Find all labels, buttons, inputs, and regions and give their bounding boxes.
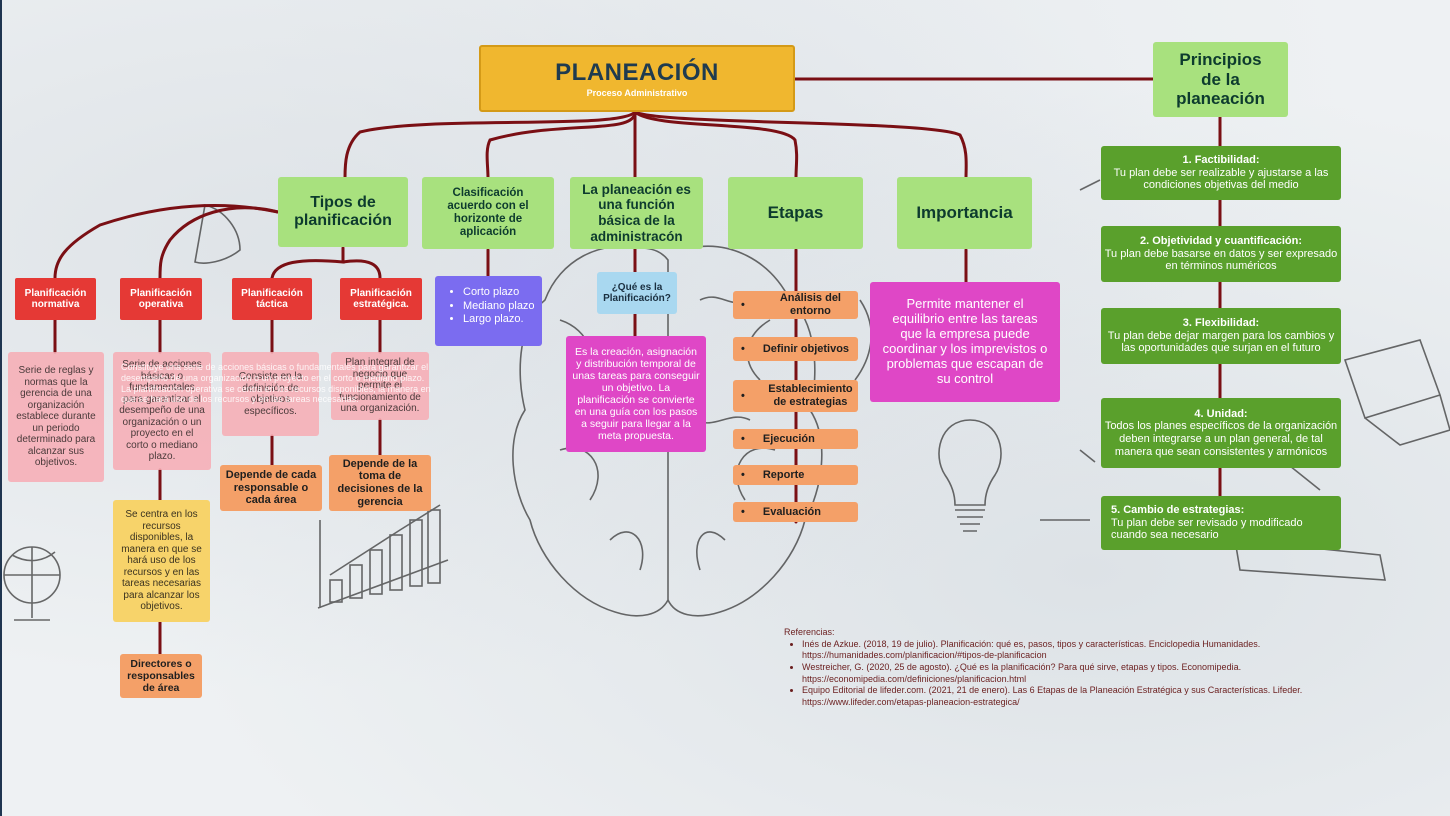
main-title-box: PLANEACIÓN Proceso Administrativo	[479, 45, 795, 112]
horizonte-item: Corto plazo	[463, 286, 535, 299]
etapa-item: • Reporte	[733, 465, 858, 485]
reference-item: Westreicher, G. (2020, 25 de agosto). ¿Q…	[802, 662, 1304, 685]
horizonte-list: Corto plazo Mediano plazo Largo plazo.	[435, 276, 542, 346]
etapa-label: Evaluación	[762, 505, 821, 518]
principio-title: 5. Cambio de estrategias:	[1111, 504, 1245, 517]
operativa-detail: Se centra en los recursos disponibles, l…	[113, 500, 210, 622]
category-clasificacion: Clasificación acuerdo con el horizonte d…	[422, 177, 554, 249]
etapa-label: Establecimiento de estrategias	[768, 383, 853, 408]
tipo-operativa-label: Planificación operativa	[120, 278, 202, 320]
tipo-estrategica-desc: Plan integral de negocio que permite el …	[331, 352, 429, 420]
category-etapas: Etapas	[728, 177, 863, 249]
tactica-depende: Depende de cada responsable o cada área	[220, 465, 322, 511]
estrategica-depende: Depende de la toma de decisiones de la g…	[329, 455, 431, 511]
etapa-label: Ejecución	[762, 432, 815, 445]
horizonte-item: Mediano plazo	[463, 300, 535, 313]
tipo-normativa-desc: Serie de reglas y normas que la gerencia…	[8, 352, 104, 482]
main-title: PLANEACIÓN	[555, 58, 719, 86]
principio-text: Tu plan debe ser revisado y modificado c…	[1111, 516, 1303, 542]
laptop-sketch-illustration	[1343, 339, 1450, 446]
etapa-item: • Ejecución	[733, 429, 858, 449]
tipo-estrategica-label: Planificación estratégica.	[340, 278, 422, 320]
funcion-answer: Es la creación, asignación y distribució…	[566, 336, 706, 452]
etapa-label: Reporte	[762, 468, 805, 481]
principio-box: 4. Unidad: Todos los planes específicos …	[1101, 398, 1341, 468]
horizonte-item: Largo plazo.	[463, 313, 535, 326]
reference-item: Inés de Azkue. (2018, 19 de julio). Plan…	[802, 639, 1304, 662]
etapa-label: Definir objetivos	[762, 342, 850, 355]
funcion-question: ¿Qué es la Planificación?	[597, 272, 677, 314]
category-importancia: Importancia	[897, 177, 1032, 249]
principio-title: 3. Flexibilidad:	[1182, 317, 1260, 330]
operativa-responsables: Directores o responsables de área	[120, 654, 202, 698]
category-tipos: Tipos de planificación	[278, 177, 408, 247]
principles-header: Principios de la planeación	[1153, 42, 1288, 117]
etapa-bullet: •	[741, 389, 745, 402]
etapa-bullet: •	[741, 342, 745, 355]
principio-text: Tu plan debe ser realizable y ajustarse …	[1113, 166, 1329, 192]
principio-text: Todos los planes específicos de la organ…	[1104, 420, 1338, 458]
principio-box: 1. Factibilidad: Tu plan debe ser realiz…	[1101, 146, 1341, 200]
principio-title: 1. Factibilidad:	[1182, 154, 1260, 167]
tipo-operativa-desc: Serie de acciones básicas o fundamentale…	[113, 352, 211, 470]
etapa-bullet: •	[741, 468, 745, 481]
lightbulb-sketch-illustration	[938, 419, 1002, 532]
principio-text: Tu plan debe basarse en datos y ser expr…	[1104, 247, 1338, 273]
etapa-bullet: •	[741, 298, 745, 311]
etapa-bullet: •	[741, 505, 745, 518]
etapa-bullet: •	[741, 432, 745, 445]
importancia-text: Permite mantener el equilibrio entre las…	[870, 282, 1060, 402]
etapa-item: • Evaluación	[733, 502, 858, 522]
main-subtitle: Proceso Administrativo	[586, 88, 688, 99]
pie-chart-sketch-illustration	[194, 204, 241, 264]
etapa-item: • Definir objetivos	[733, 337, 858, 361]
reference-item: Equipo Editorial de lifeder.com. (2021, …	[802, 685, 1304, 708]
etapa-label: Análisis del entorno	[779, 292, 841, 317]
references-heading: Referencias:	[784, 627, 835, 637]
tipo-tactica-label: Planificación táctica	[232, 278, 312, 320]
principio-box: 5. Cambio de estrategias: Tu plan debe s…	[1101, 496, 1341, 550]
etapa-item: • Establecimiento de estrategias	[733, 380, 858, 412]
globe-sketch-illustration	[3, 546, 61, 621]
category-funcion: La planeación es una función básica de l…	[570, 177, 703, 249]
principio-box: 3. Flexibilidad: Tu plan debe dejar marg…	[1101, 308, 1341, 364]
etapa-item: • Análisis del entorno	[733, 291, 858, 319]
bar-chart-sketch-illustration	[317, 504, 449, 609]
principio-text: Tu plan debe dejar margen para los cambi…	[1107, 329, 1335, 355]
references: Referencias: Inés de Azkue. (2018, 19 de…	[784, 627, 1304, 709]
principio-title: 2. Objetividad y cuantificación:	[1140, 235, 1302, 248]
principio-box: 2. Objetividad y cuantificación: Tu plan…	[1101, 226, 1341, 282]
principio-title: 4. Unidad:	[1194, 407, 1248, 420]
tipo-normativa-label: Planificación normativa	[15, 278, 96, 320]
tipo-tactica-desc: Consiste en la definición de objetivos e…	[222, 352, 319, 436]
